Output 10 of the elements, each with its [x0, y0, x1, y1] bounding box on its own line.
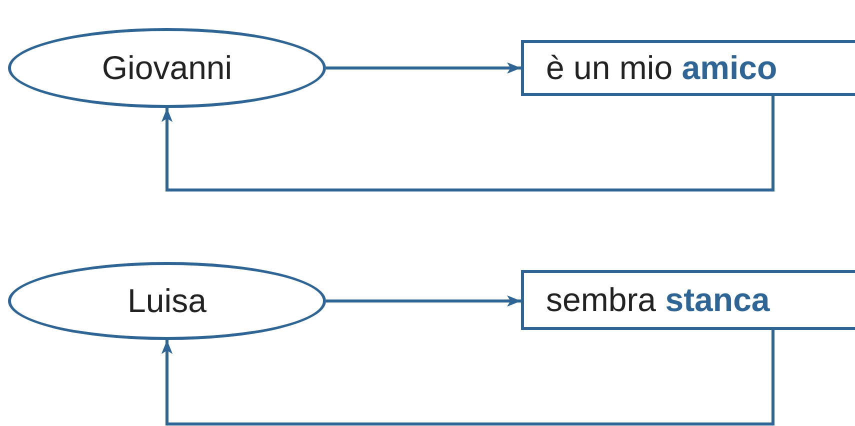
node-label: è un mio amico [546, 49, 778, 87]
arrow [326, 62, 521, 74]
node-label: sembra stanca [546, 281, 770, 319]
arrow [161, 96, 774, 192]
arrow [326, 295, 521, 307]
process-box [521, 40, 855, 96]
node-label: Giovanni [102, 49, 232, 87]
node-label: Luisa [128, 282, 206, 320]
arrow [161, 330, 774, 426]
process-box [521, 270, 855, 330]
